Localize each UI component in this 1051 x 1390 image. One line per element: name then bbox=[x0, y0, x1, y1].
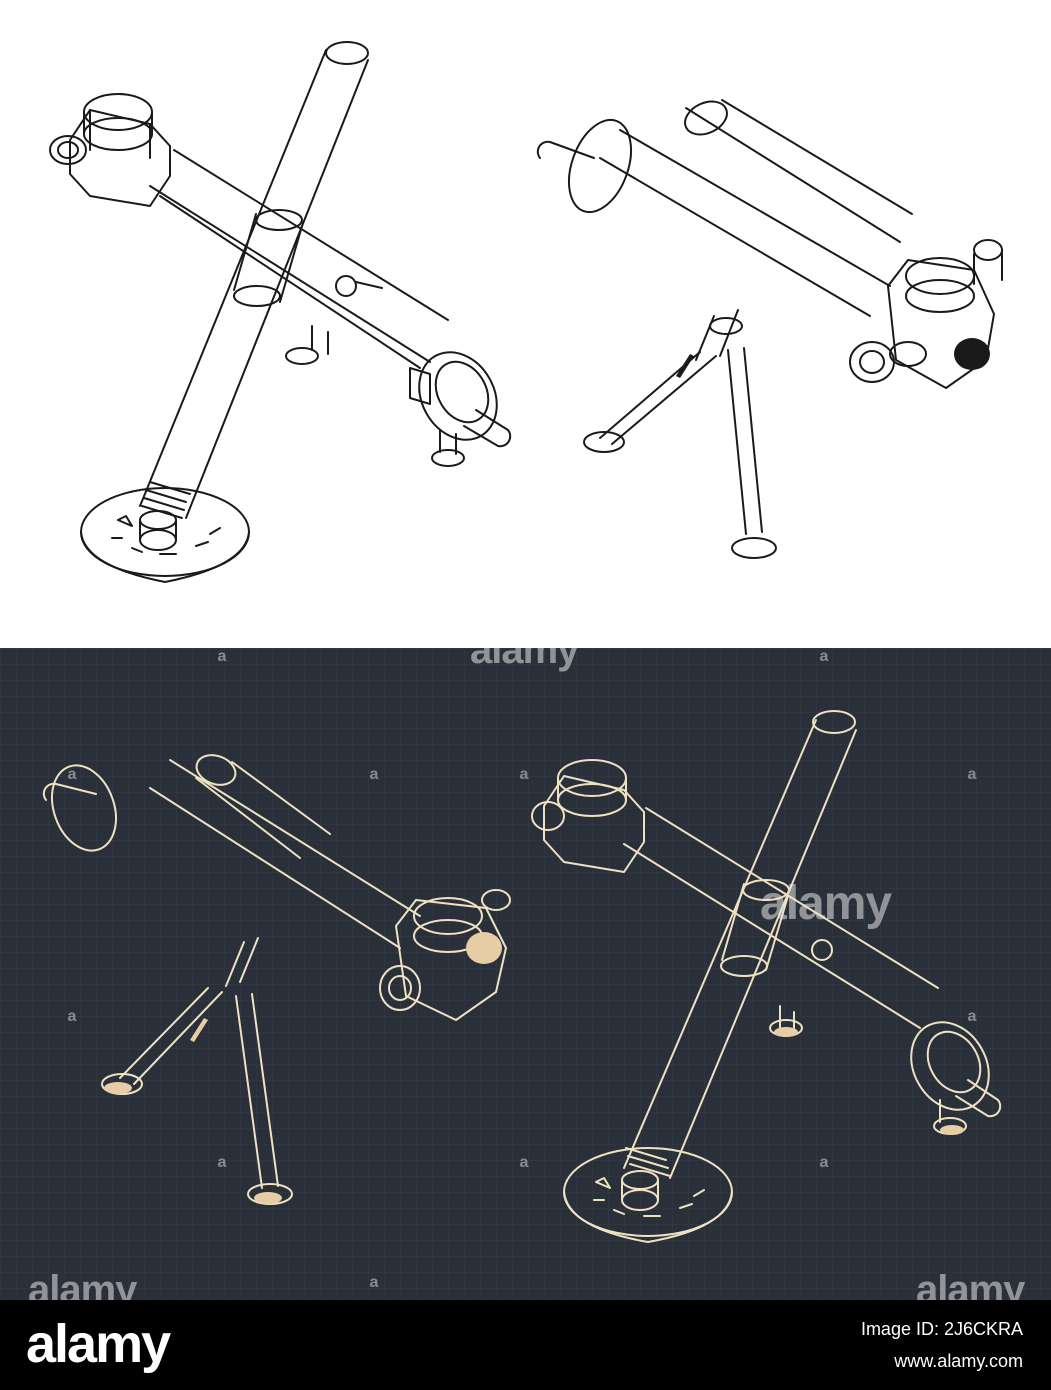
footer-url[interactable]: www.alamy.com bbox=[894, 1351, 1023, 1371]
watermark-mark-icon: a bbox=[967, 766, 977, 783]
footer-logo[interactable]: alamy bbox=[26, 1314, 171, 1374]
sight-knob-icon bbox=[954, 338, 990, 370]
watermark-mark-icon: a bbox=[369, 766, 379, 783]
watermark-mark-icon: a bbox=[819, 648, 829, 665]
watermark-top-center: alamy bbox=[470, 648, 579, 672]
mortar-baseplate-drawing bbox=[49, 41, 512, 583]
stock-footer-bar: alamy Image ID: 2J6CKRA www.alamy.com bbox=[0, 1300, 1051, 1390]
top-drawing-panel bbox=[0, 0, 1051, 648]
bottom-blueprint-panel: alamy alamy alamy alamy a a a a a a a a … bbox=[0, 648, 1051, 1300]
blueprint-baseplate-drawing bbox=[531, 710, 1002, 1243]
bottom-drawings-canvas bbox=[0, 648, 1051, 1300]
watermark-bottom-right: alamy bbox=[916, 1268, 1025, 1300]
mortar-bipod-drawing bbox=[536, 99, 1003, 559]
watermark-bottom-left: alamy bbox=[28, 1268, 137, 1300]
blueprint-bipod-drawing bbox=[42, 754, 511, 1205]
watermark-mark-icon: a bbox=[217, 648, 227, 665]
watermark-mark-icon: a bbox=[369, 1274, 379, 1291]
top-drawings-canvas bbox=[49, 41, 1003, 583]
blueprint-sight-knob-icon bbox=[466, 932, 502, 964]
watermark-mark-icon: a bbox=[67, 1008, 77, 1025]
watermark-mark-icon: a bbox=[519, 766, 529, 783]
watermark-mark-icon: a bbox=[819, 1154, 829, 1171]
watermark-mark-icon: a bbox=[967, 1008, 977, 1025]
watermark-mark-icon: a bbox=[67, 766, 77, 783]
watermark-mark-icon: a bbox=[217, 1154, 227, 1171]
footer-image-id: Image ID: 2J6CKRA bbox=[860, 1319, 1023, 1339]
watermark-mark-icon: a bbox=[519, 1154, 529, 1171]
watermark-center-right: alamy bbox=[760, 877, 892, 930]
